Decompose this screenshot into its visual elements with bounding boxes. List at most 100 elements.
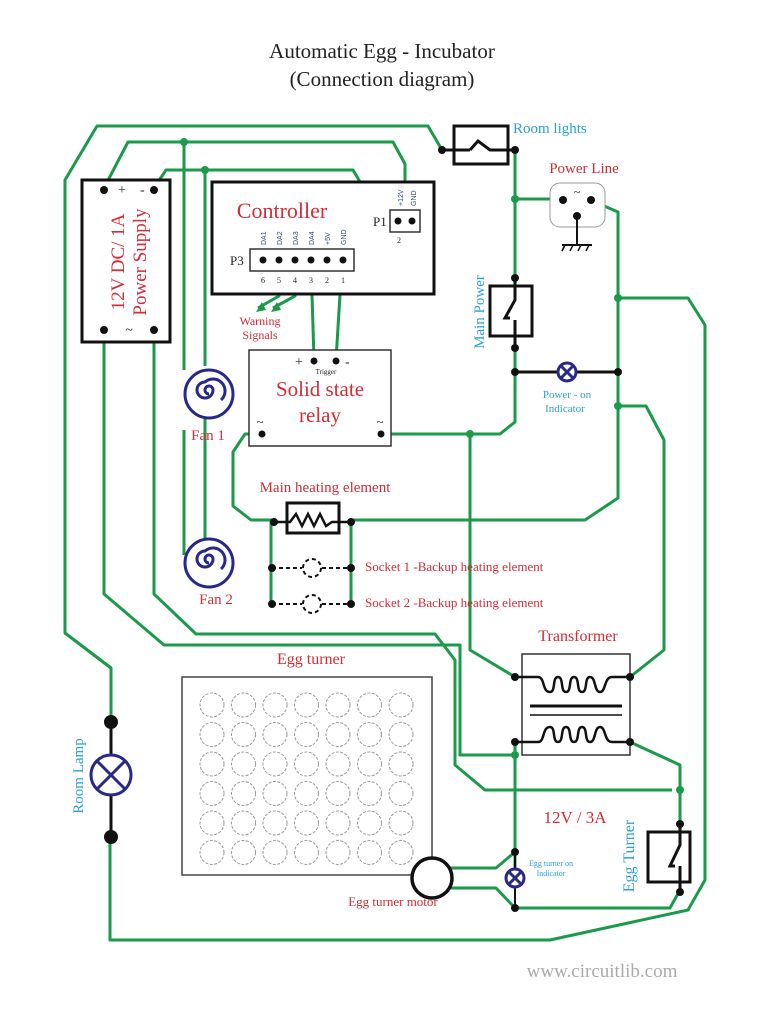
egg-turner-switch: Egg Turner <box>621 819 692 896</box>
p3-pin-number: 5 <box>277 276 281 285</box>
wire-motor-bottom <box>450 886 517 910</box>
egg-slot <box>325 781 351 806</box>
egg-slot <box>294 810 319 836</box>
ssr-trigger: Trigger <box>316 368 337 376</box>
p3-pin-label: DA4 <box>309 231 316 245</box>
junction <box>180 138 188 146</box>
resistor-icon <box>275 511 350 529</box>
egg-turner-motor: Egg turner motor <box>348 856 454 909</box>
egg-slot <box>231 751 256 777</box>
main-heating-element: Main heating element <box>260 480 392 535</box>
junction <box>614 402 622 410</box>
turner-indicator-line2: Indicator <box>537 869 566 878</box>
egg-slot <box>357 810 382 836</box>
turner-indicator-line1: Egg turner on <box>529 859 573 868</box>
p3-pin-label: GND <box>341 229 348 245</box>
egg-slot <box>262 781 288 806</box>
main-heating-label: Main heating element <box>260 480 392 496</box>
power-line-symbol: ~ <box>574 185 581 199</box>
egg-turner-label: Egg turner <box>277 651 346 668</box>
egg-slot <box>262 751 288 777</box>
p1-pin-number: 2 <box>397 236 401 245</box>
watermark: www.circuitlib.com <box>527 961 678 982</box>
egg-slot <box>262 840 288 865</box>
p3-pin-number: 1 <box>341 276 345 285</box>
egg-slot <box>231 810 256 836</box>
rating-label: 12V / 3A <box>544 808 608 827</box>
p3-pin-label: DA3 <box>293 231 300 245</box>
p3-pin <box>323 256 331 264</box>
power-supply: + - ~ 12V DC/ 1A Power Supply <box>80 178 172 344</box>
egg-slot <box>262 692 288 718</box>
egg-slot <box>262 722 288 747</box>
power-on-indicator: Power - on Indicator <box>511 361 622 415</box>
wire-ssr-heater <box>231 432 275 522</box>
main-power-label: Main Power <box>472 275 488 349</box>
egg-slot <box>357 692 382 718</box>
psu-plus: + <box>118 183 126 198</box>
power-on-line1: Power - on <box>543 389 592 401</box>
egg-slot <box>357 840 382 865</box>
room-lights-switch: Room lights <box>438 121 587 166</box>
p3-pin-number: 2 <box>325 276 329 285</box>
wire-xfmr-primary-right <box>618 404 666 679</box>
egg-slot <box>357 781 382 806</box>
egg-slot <box>294 781 319 806</box>
egg-slot <box>325 722 351 747</box>
secondary-coil-icon <box>515 725 630 744</box>
egg-slot <box>294 840 319 865</box>
egg-slot <box>294 751 319 777</box>
egg-slot <box>231 840 256 865</box>
power-on-line2: Indicator <box>545 403 585 415</box>
egg-slot <box>199 810 225 836</box>
backup-socket-2: Socket 2 -Backup heating element <box>268 594 544 614</box>
ssr-plus: + <box>295 355 303 370</box>
psu-line1: 12V DC/ 1A <box>108 213 129 310</box>
junction <box>511 751 519 759</box>
p3-pin-label: DA1 <box>261 231 268 245</box>
junction <box>201 166 209 174</box>
ssr-line2: relay <box>299 403 341 427</box>
warning-arrowhead-2 <box>271 302 281 312</box>
egg-slot <box>388 722 414 747</box>
wire-xfmr-primary-left <box>468 434 516 679</box>
egg-slot <box>262 810 288 836</box>
transformer: Transformer <box>511 628 634 756</box>
motor-label: Egg turner motor <box>348 894 438 909</box>
junction <box>466 430 474 438</box>
p1-label: P1 <box>373 214 387 229</box>
warning-line1: Warning <box>239 314 280 328</box>
egg-slot <box>294 722 319 747</box>
wire-motor-top <box>450 850 516 870</box>
egg-slot <box>294 692 319 718</box>
socket1-label: Socket 1 -Backup heating element <box>365 559 544 574</box>
fan-2: Fan 2 <box>183 537 235 608</box>
egg-slot <box>388 751 414 777</box>
p3-pin <box>259 256 267 264</box>
p3-pin <box>339 256 347 264</box>
solid-state-relay: + - Trigger Solid state relay ~ ~ <box>248 349 392 447</box>
wire-ssr-mainpower <box>380 342 517 436</box>
power-line-label: Power Line <box>549 161 619 177</box>
wire-psu-ac-left <box>102 332 515 757</box>
p3-pin-label: DA2 <box>277 231 284 245</box>
junction <box>614 294 622 302</box>
ssr-ac-right: ~ <box>376 414 383 429</box>
transformer-label: Transformer <box>538 628 618 645</box>
warning-line2: Signals <box>242 328 278 342</box>
egg-turner-indicator: Egg turner on Indicator <box>504 848 573 912</box>
psu-minus: - <box>140 183 145 198</box>
p1-pin-12v: +12V <box>398 189 405 206</box>
junction <box>511 195 519 203</box>
egg-turner: Egg turner <box>181 651 433 876</box>
p1-pin-gnd: GND <box>411 190 418 206</box>
egg-slot <box>231 692 256 718</box>
fan1-label: Fan 1 <box>191 428 225 444</box>
fan2-label: Fan 2 <box>199 592 233 608</box>
ssr-ac-left: ~ <box>256 414 263 429</box>
egg-slot <box>388 840 414 865</box>
egg-slot <box>325 751 351 777</box>
main-power-switch: Main Power <box>472 274 534 352</box>
psu-ac: ~ <box>125 323 133 338</box>
p3-pin-number: 4 <box>293 276 297 285</box>
